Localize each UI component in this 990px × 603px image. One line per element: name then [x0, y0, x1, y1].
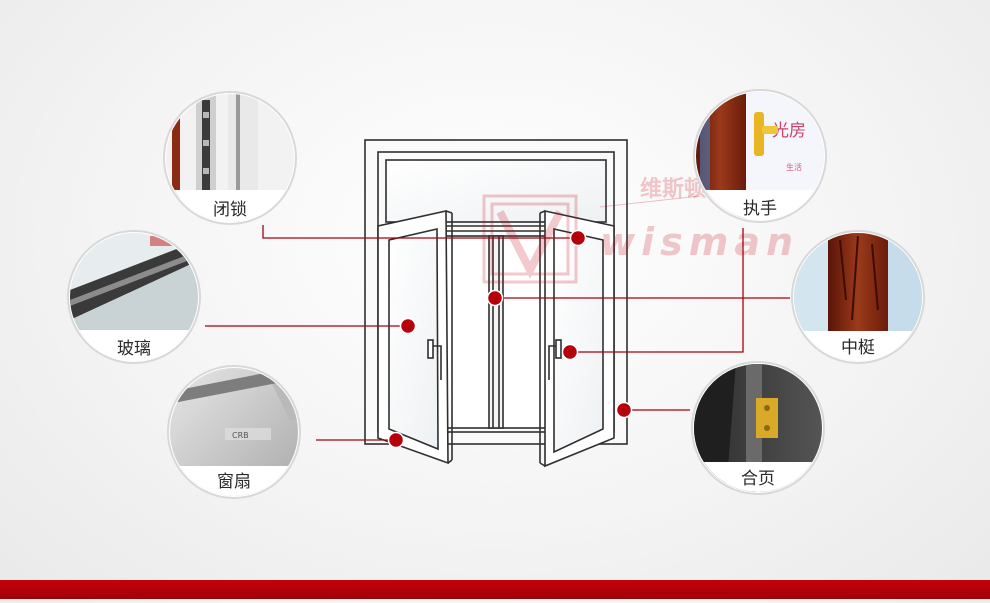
callout-glass[interactable]: 玻璃	[67, 230, 201, 364]
callout-mullion[interactable]: 中梃	[791, 230, 925, 364]
leader-lock	[262, 225, 578, 239]
marker-hinge[interactable]	[615, 401, 633, 419]
marker-lock[interactable]	[569, 229, 587, 247]
window-drawing	[364, 139, 628, 468]
callout-handle[interactable]: 光房 生活 执手	[693, 89, 827, 223]
handle-icon	[754, 112, 764, 156]
handle-signage-sub: 生活	[786, 162, 802, 172]
left-sash	[377, 210, 453, 465]
marker-dots	[387, 229, 633, 449]
right-sash	[539, 210, 615, 468]
label-hinge: 合页	[741, 469, 775, 489]
label-lock: 闭锁	[213, 200, 247, 220]
left-handle-drawing	[427, 339, 442, 380]
callout-sash[interactable]: CRB 窗扇	[167, 365, 301, 499]
bottom-accent-bar	[0, 580, 990, 599]
label-sash: 窗扇	[217, 472, 251, 492]
marker-glass[interactable]	[399, 317, 417, 335]
brand-name-en: wisman	[600, 220, 799, 264]
marker-mullion[interactable]	[486, 289, 504, 307]
callout-lock[interactable]: 闭锁	[163, 91, 297, 225]
label-handle: 执手	[743, 199, 777, 219]
brand-watermark: 维斯顿 wisman	[482, 176, 799, 284]
brand-name-cn: 维斯顿	[640, 176, 706, 202]
lock-photo	[166, 94, 294, 222]
leader-handle	[570, 228, 744, 353]
transom-glass	[385, 159, 607, 223]
label-glass: 玻璃	[117, 339, 151, 359]
leader-lines	[205, 225, 790, 441]
right-handle-drawing	[548, 339, 562, 380]
handle-signage: 光房	[772, 121, 806, 141]
sash-spacer-print: CRB	[232, 431, 249, 440]
hinge-icon	[756, 398, 778, 438]
label-mullion: 中梃	[841, 338, 875, 358]
callout-hinge[interactable]: 合页	[691, 361, 825, 495]
marker-sash[interactable]	[387, 431, 405, 449]
marker-handle[interactable]	[561, 343, 579, 361]
